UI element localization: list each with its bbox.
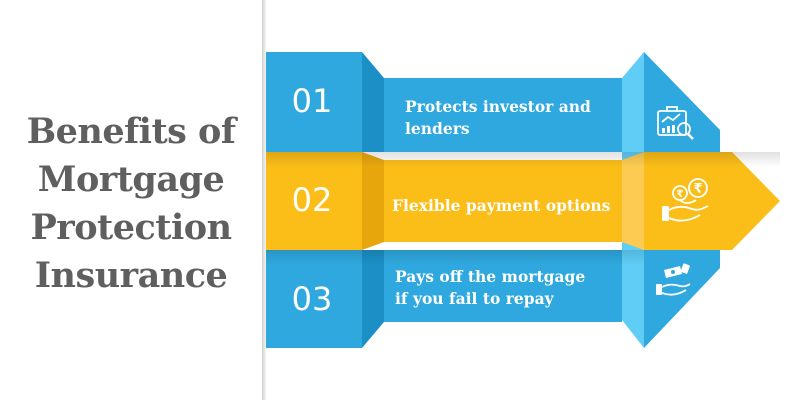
svg-text:₹: ₹ [693,182,702,197]
hand-giving-money-icon [656,263,691,296]
benefit-text-line: if you fail to repay [395,289,554,308]
benefit-text-line: lenders [405,119,470,138]
chart-magnifier-briefcase-icon [657,106,694,140]
hand-coins-rupee-icon: ₹ ₹ [662,178,709,222]
benefit-text-03: Pays off the mortgage if you fail to rep… [395,266,585,310]
svg-text:₹: ₹ [677,189,684,200]
benefit-number-01: 01 [291,82,333,120]
benefit-text-line: Flexible payment options [392,196,611,215]
arrow-head-top [644,52,720,152]
benefit-text-01: Protects investor and lenders [405,96,591,140]
benefit-text-line: Protects investor and [405,97,591,116]
benefit-number-02: 02 [291,181,333,219]
title-line: Insurance [34,255,228,296]
benefit-text-line: Pays off the mortgage [395,267,586,286]
benefit-number-03: 03 [291,280,333,318]
arrow-head-bottom [644,250,720,348]
title-line: Mortgage [37,159,225,200]
vertical-divider [262,0,266,400]
title-line: Benefits of [26,111,236,152]
title-line: Protection [30,207,232,248]
band-01-left [266,52,362,152]
benefit-text-02: Flexible payment options [392,195,610,217]
band-01-middle [384,78,622,152]
infographic-title: Benefits of Mortgage Protection Insuranc… [0,108,262,300]
